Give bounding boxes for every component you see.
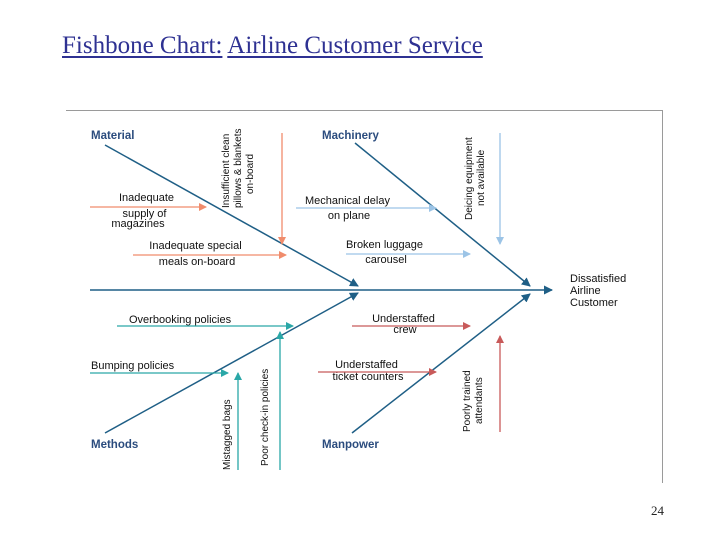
effect-line-3: Customer xyxy=(570,297,618,309)
cause-insufficient-pillows: Insufficient clean pillows & blankets on… xyxy=(221,126,256,208)
cause-luggage-line-1: Broken luggage xyxy=(346,239,423,251)
page-title: Fishbone Chart: Airline Customer Service xyxy=(62,32,483,60)
cause-attendants-line-1: Poorly trained xyxy=(462,370,473,432)
bone-manpower xyxy=(351,293,531,434)
cause-broken-luggage: Broken luggage carousel xyxy=(346,239,426,266)
cause-deicing-equipment: Deicing equipment not available xyxy=(464,134,487,220)
category-material: Material xyxy=(91,130,134,142)
cause-attendants-line-2: attendants xyxy=(474,377,485,424)
cause-mechanical-delay: Mechanical delay on plane xyxy=(305,195,393,222)
category-manpower: Manpower xyxy=(322,439,379,451)
cause-mistagged-bags: Mistagged bags xyxy=(222,399,233,470)
cause-understaffed-crew: Understaffed crew xyxy=(372,313,438,336)
cause-magazines-line-3: magazines xyxy=(111,218,165,230)
cause-pillows-line-3: on-board xyxy=(245,154,256,194)
cause-meals-line-1: Inadequate special xyxy=(149,240,241,252)
bone-methods xyxy=(104,292,359,434)
cause-understaffed-counters: Understaffed ticket counters xyxy=(333,359,404,383)
cause-luggage-line-2: carousel xyxy=(365,254,407,266)
cause-pillows-line-2: pillows & blankets xyxy=(233,129,244,208)
cause-inadequate-magazines: Inadequate supply of magazines xyxy=(111,192,177,230)
title-part-2: Airline Customer Service xyxy=(227,32,483,59)
bone-machinery xyxy=(354,142,531,287)
cause-poor-checkin-policies: Poor check-in policies xyxy=(260,369,271,466)
cause-overbooking-policies: Overbooking policies xyxy=(129,314,232,326)
cause-meals-line-2: meals on-board xyxy=(159,256,235,268)
effect-line-1: Dissatisfied xyxy=(570,273,626,285)
cause-delay-line-2: on plane xyxy=(328,210,370,222)
category-methods: Methods xyxy=(91,439,138,451)
effect-line-2: Airline xyxy=(570,285,601,297)
cause-deicing-line-1: Deicing equipment xyxy=(464,137,475,220)
page-number: 24 xyxy=(651,503,664,518)
effect-label: Dissatisfied Airline Customer xyxy=(570,273,629,309)
cause-poorly-trained-attendants: Poorly trained attendants xyxy=(462,368,485,432)
cause-crew-line-1: Understaffed xyxy=(372,313,435,325)
diagram-frame xyxy=(66,110,663,483)
cause-crew-line-2: crew xyxy=(393,324,416,336)
title-part-1: Fishbone Chart: xyxy=(62,32,223,59)
cause-counters-line-1: Understaffed xyxy=(335,359,398,371)
cause-magazines-line-1: Inadequate xyxy=(119,192,174,204)
cause-magazines-line-2: supply of xyxy=(122,208,167,220)
cause-counters-line-2: ticket counters xyxy=(333,371,404,383)
cause-inadequate-meals: Inadequate special meals on-board xyxy=(149,240,244,268)
cause-pillows-line-1: Insufficient clean xyxy=(221,134,232,208)
cause-deicing-line-2: not available xyxy=(476,149,487,206)
cause-delay-line-1: Mechanical delay xyxy=(305,195,390,207)
cause-bumping-policies: Bumping policies xyxy=(91,360,175,372)
category-machinery: Machinery xyxy=(322,130,379,142)
bone-material xyxy=(104,144,359,287)
